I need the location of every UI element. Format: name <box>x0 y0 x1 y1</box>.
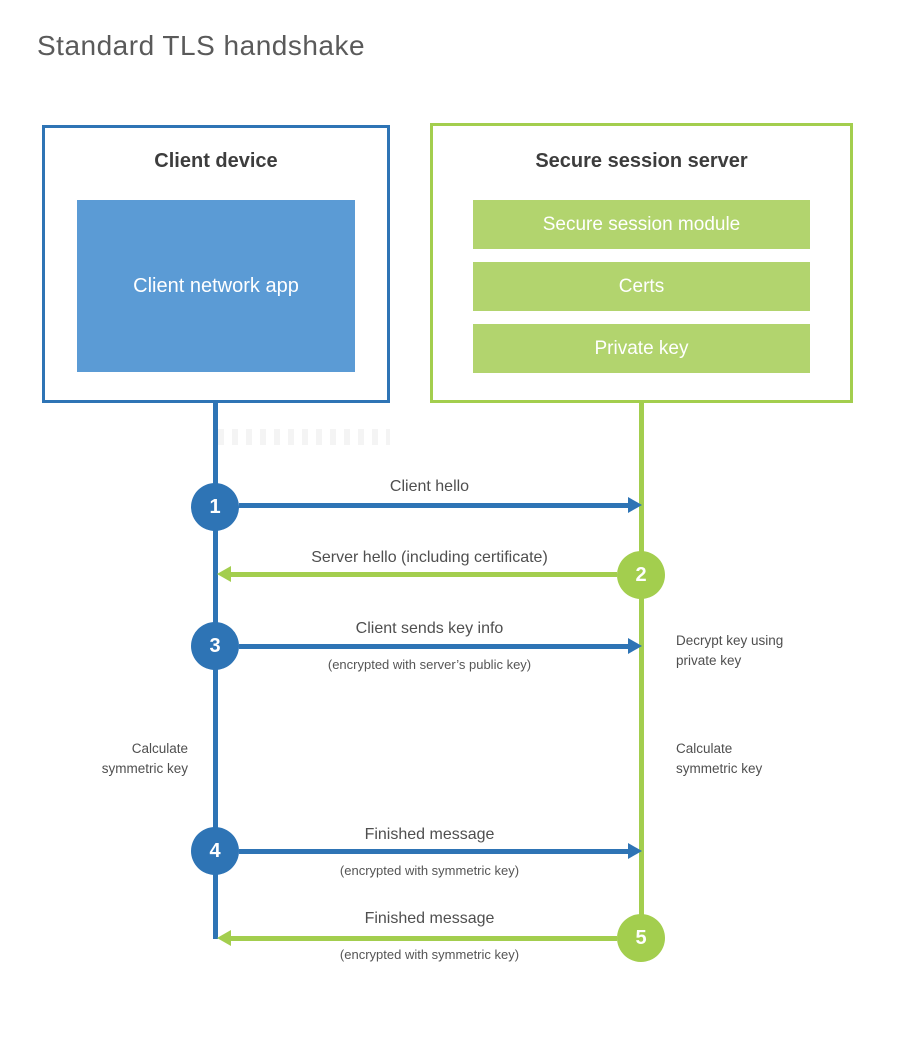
step-3-circle: 3 <box>191 622 239 670</box>
server-module-secure-session: Secure session module <box>473 200 810 249</box>
note-calculate-symmetric-key-server: Calculate symmetric key <box>676 741 763 776</box>
note-decrypt-key: Decrypt key using private key <box>676 633 784 668</box>
message-1-arrow <box>239 503 628 508</box>
server-module-private-key: Private key <box>473 324 810 373</box>
client-network-app-label: Client network app <box>133 274 299 297</box>
message-3-label: Client sends key info <box>355 620 504 637</box>
server-lifeline <box>639 402 644 939</box>
step-4-circle: 4 <box>191 827 239 875</box>
arrow-right-icon <box>628 497 642 513</box>
server-title: Secure session server <box>535 150 748 172</box>
arrow-right-icon <box>628 843 642 859</box>
message-5-sublabel: (encrypted with symmetric key) <box>339 947 520 962</box>
message-4-arrow <box>239 849 628 854</box>
message-2-arrow <box>231 572 617 577</box>
message-5-label: Finished message <box>364 910 495 927</box>
message-3-sublabel: (encrypted with server’s public key) <box>327 657 532 672</box>
note-calculate-symmetric-key-client: Calculate symmetric key <box>101 741 188 776</box>
client-device-title: Client device <box>154 150 278 172</box>
message-5-arrow <box>231 936 617 941</box>
faint-watermark <box>218 429 390 445</box>
message-1-label: Client hello <box>389 478 470 495</box>
step-5-circle: 5 <box>617 914 665 962</box>
client-lifeline <box>213 402 218 939</box>
arrow-left-icon <box>217 566 231 582</box>
message-4-label: Finished message <box>364 826 495 843</box>
message-3-arrow <box>239 644 628 649</box>
diagram-title: Standard TLS handshake <box>37 30 366 61</box>
arrow-right-icon <box>628 638 642 654</box>
message-4-sublabel: (encrypted with symmetric key) <box>339 863 520 878</box>
arrow-left-icon <box>217 930 231 946</box>
step-2-circle: 2 <box>617 551 665 599</box>
client-network-app-block: Client network app <box>77 200 355 372</box>
step-1-circle: 1 <box>191 483 239 531</box>
server-module-certs: Certs <box>473 262 810 311</box>
message-2-label: Server hello (including certificate) <box>311 549 548 566</box>
